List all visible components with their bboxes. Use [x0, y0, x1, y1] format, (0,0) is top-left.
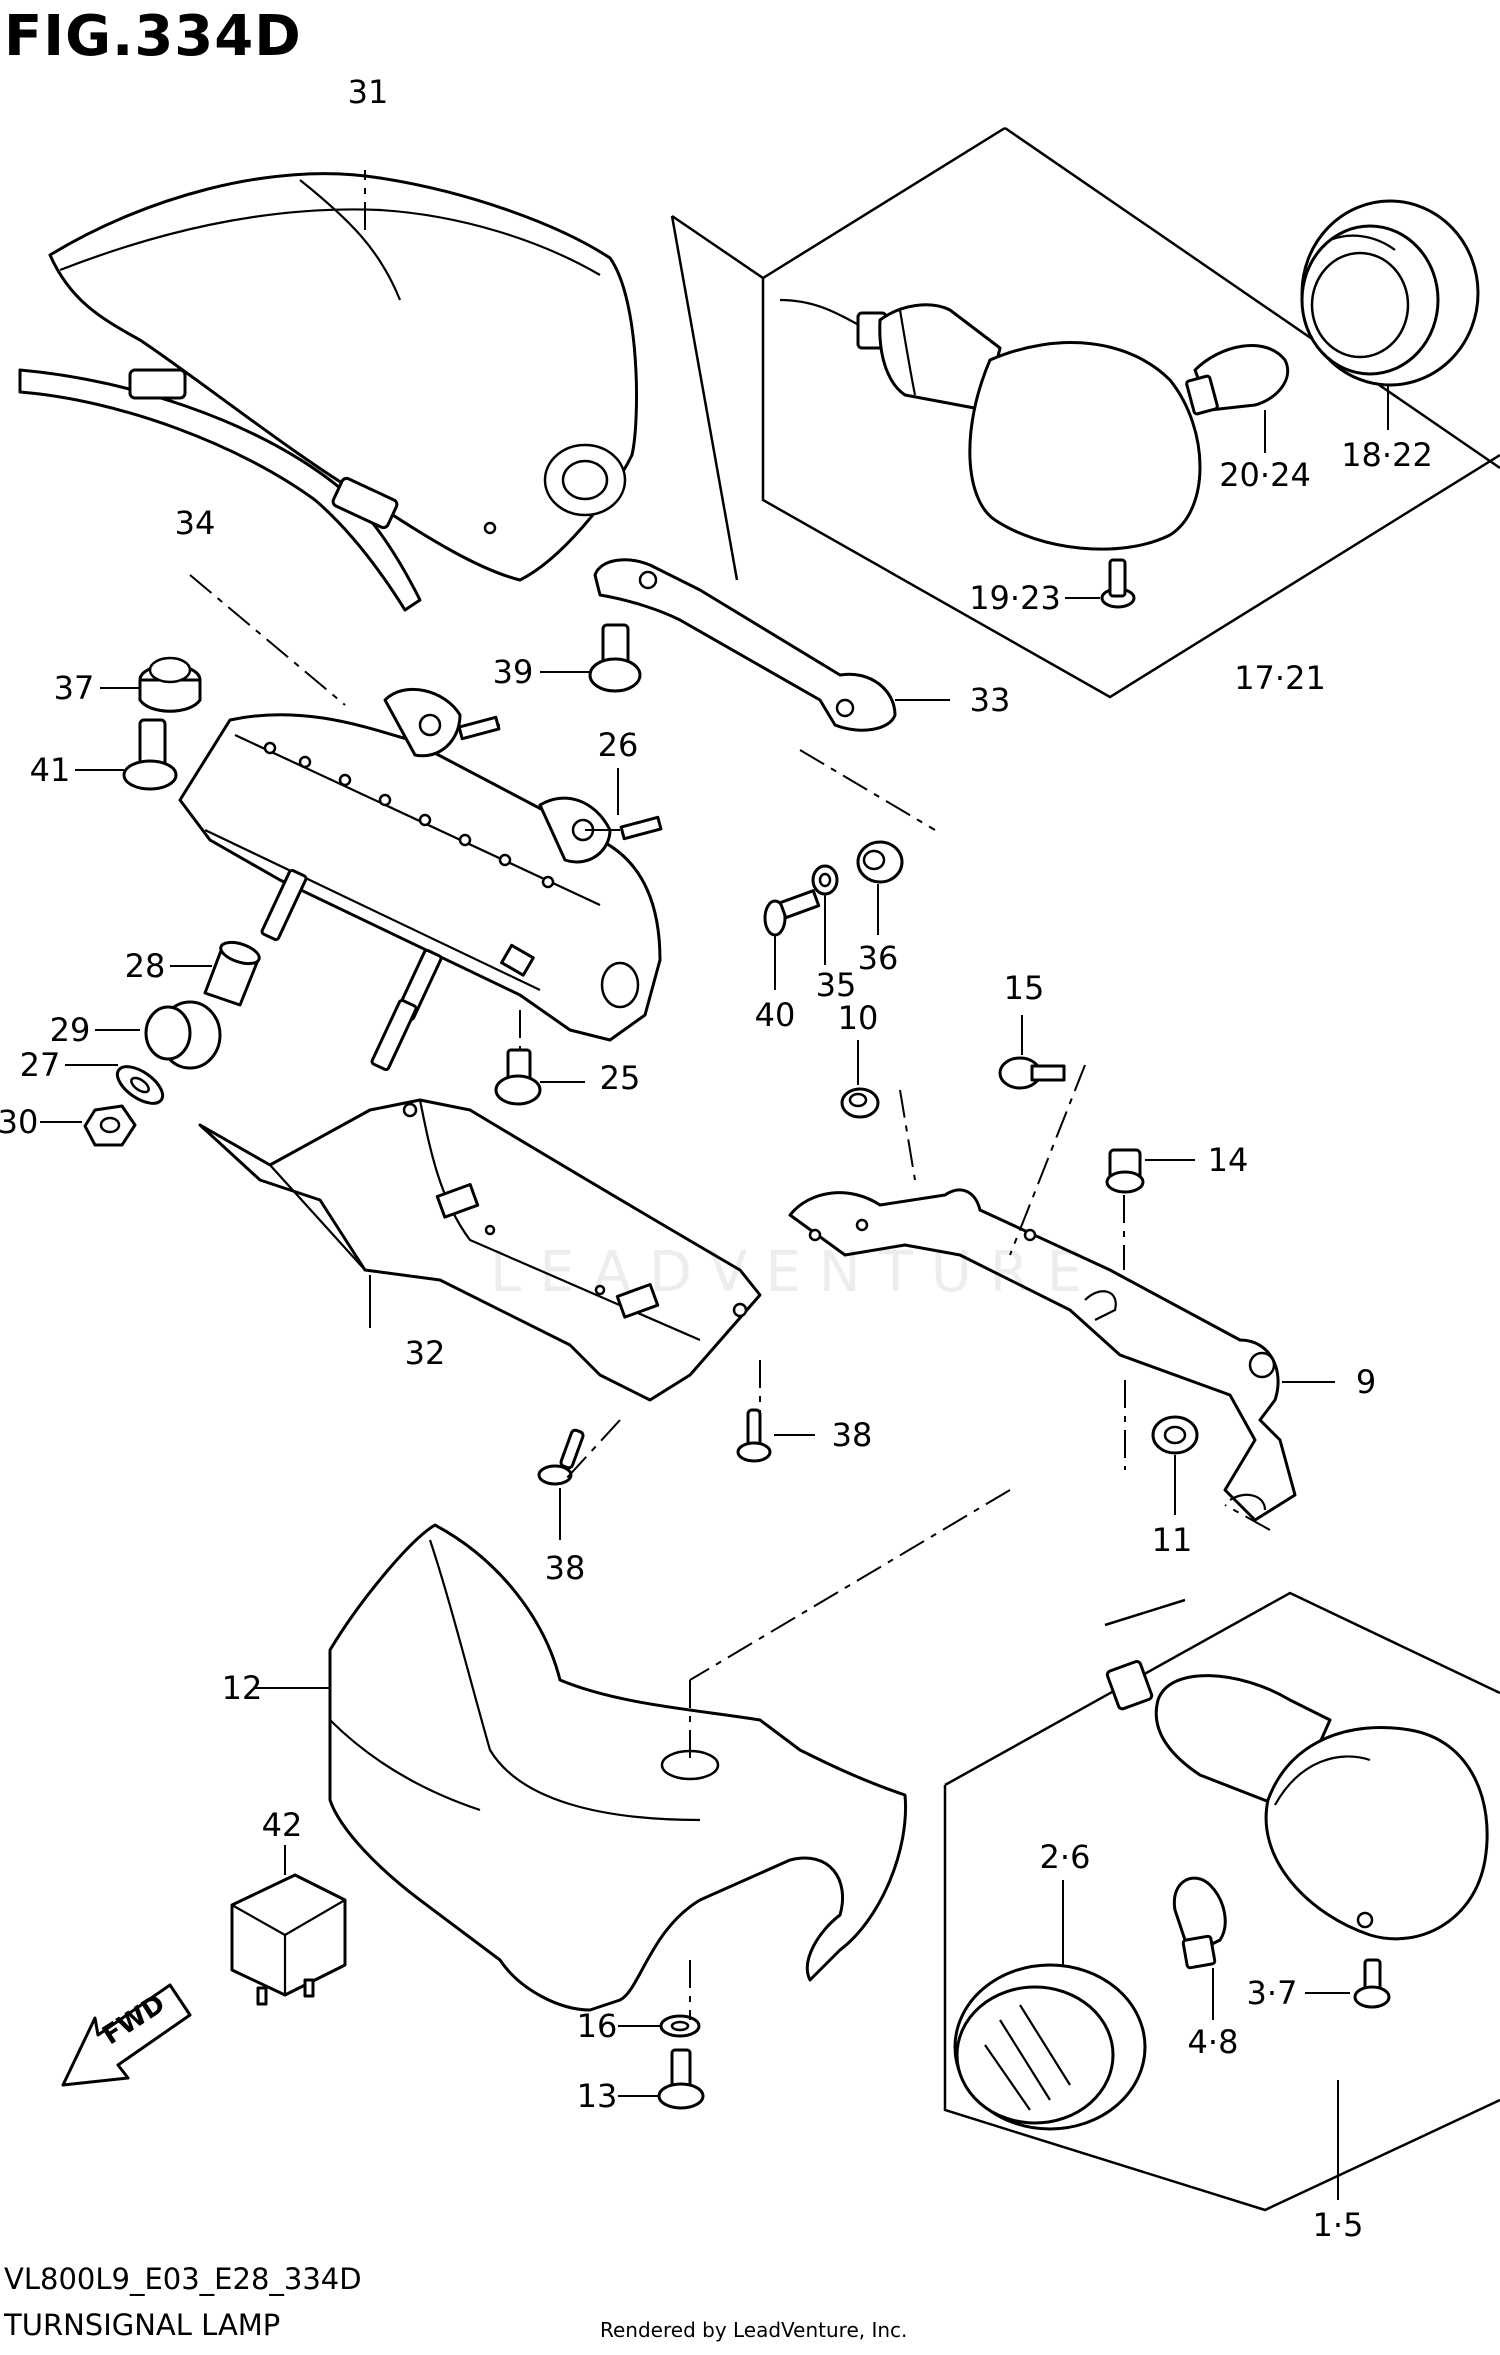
callout-33: 33: [969, 681, 1011, 719]
part-20-24-bulb: [1185, 344, 1290, 453]
part-32-cover-plate: [198, 1098, 762, 1402]
callout-39: 39: [492, 653, 534, 691]
part-18-22-lens: [1300, 199, 1480, 430]
callout-3-7: 3·7: [1246, 1974, 1298, 2012]
part-3-7-screw: [1305, 1958, 1391, 2009]
part-19-23-screw: [1065, 558, 1136, 609]
part-12-under-cover: [255, 1523, 908, 2012]
part-31-rear-fender-cover: [48, 172, 639, 582]
callout-4-8: 4·8: [1187, 2023, 1239, 2061]
part-10-spacer: [840, 1040, 880, 1119]
part-28-collar: [170, 940, 261, 1007]
callout-13: 13: [576, 2077, 618, 2115]
callout-42: 42: [261, 1806, 303, 1844]
part-37-grommet: [100, 656, 202, 713]
part-36-spacer: [856, 840, 904, 935]
callout-38-right: 38: [831, 1416, 873, 1454]
part-2-6-lens: [953, 1880, 1147, 2131]
callout-32: 32: [404, 1334, 446, 1372]
part-33-signal-bracket: [593, 558, 950, 732]
part-17-21-rear-turn-signal: [779, 298, 1202, 551]
part-14-collar: [1105, 1148, 1195, 1194]
callout-28: 28: [124, 947, 166, 985]
figure-title: FIG.334D: [4, 4, 302, 69]
callout-30: 30: [0, 1103, 39, 1141]
callout-41: 41: [29, 751, 71, 789]
callout-31: 31: [347, 73, 389, 111]
callout-2-6: 2·6: [1039, 1838, 1091, 1876]
part-38-rivet-right: [736, 1408, 815, 1463]
turn-signal-mounting-bracket: [178, 687, 662, 1042]
part-38-rivet-left: [537, 1428, 585, 1540]
callout-18-22: 18·22: [1341, 436, 1433, 474]
front-turn-signal-frame: [943, 1591, 1500, 2212]
callout-40: 40: [754, 996, 796, 1034]
callout-19-23: 19·23: [969, 579, 1061, 617]
part-16-washer: [618, 2014, 701, 2038]
callout-15: 15: [1003, 969, 1045, 1007]
callout-25: 25: [599, 1059, 641, 1097]
part-13-bolt: [618, 2048, 705, 2110]
callout-35: 35: [815, 966, 857, 1004]
part-42-relay: [230, 1845, 347, 2006]
callout-17-21: 17·21: [1234, 659, 1326, 697]
part-4-8-bulb: [1172, 1876, 1227, 2020]
figure-code: VL800L9_E03_E28_334D: [4, 2262, 362, 2296]
part-35-washer: [811, 864, 839, 965]
part-41-bolt: [75, 718, 178, 791]
part-11-nut: [1151, 1415, 1199, 1515]
part-26-stud-bolts: [457, 715, 663, 841]
part-34-trim-strip: [18, 368, 422, 612]
callout-14: 14: [1207, 1141, 1249, 1179]
callout-38-left: 38: [544, 1549, 586, 1587]
callout-37: 37: [53, 669, 95, 707]
callout-27: 27: [19, 1046, 61, 1084]
part-9-bracket: [788, 1188, 1335, 1522]
part-40-screw: [763, 889, 821, 990]
part-1-5-front-turn-signal: [1105, 1660, 1489, 2200]
watermark-text: LEADVENTURE: [490, 1240, 1101, 1305]
part-25-bolt: [494, 1048, 585, 1106]
callout-34: 34: [174, 504, 216, 542]
callout-16: 16: [576, 2007, 618, 2045]
bracket-studs: [260, 868, 443, 1072]
reference-lines: [189, 170, 1271, 2020]
rear-turn-signal-frame: [670, 126, 1500, 699]
part-27-washer: [65, 1064, 165, 1105]
fwd-direction-arrow: [61, 1983, 192, 2087]
figure-name: TURNSIGNAL LAMP: [4, 2308, 281, 2342]
part-15-bolt: [998, 1015, 1066, 1090]
callout-10: 10: [837, 999, 879, 1037]
callout-20-24: 20·24: [1219, 456, 1311, 494]
callout-26: 26: [597, 726, 639, 764]
callout-1-5: 1·5: [1312, 2206, 1364, 2244]
callout-9: 9: [1355, 1363, 1377, 1401]
part-39-bolt: [540, 623, 642, 693]
callout-12: 12: [221, 1669, 263, 1707]
render-credit: Rendered by LeadVenture, Inc.: [600, 2318, 908, 2342]
callout-11: 11: [1151, 1521, 1193, 1559]
part-29-cushion: [95, 1000, 222, 1070]
part-30-nut: [40, 1104, 137, 1147]
callout-29: 29: [49, 1011, 91, 1049]
callout-36: 36: [857, 939, 899, 977]
